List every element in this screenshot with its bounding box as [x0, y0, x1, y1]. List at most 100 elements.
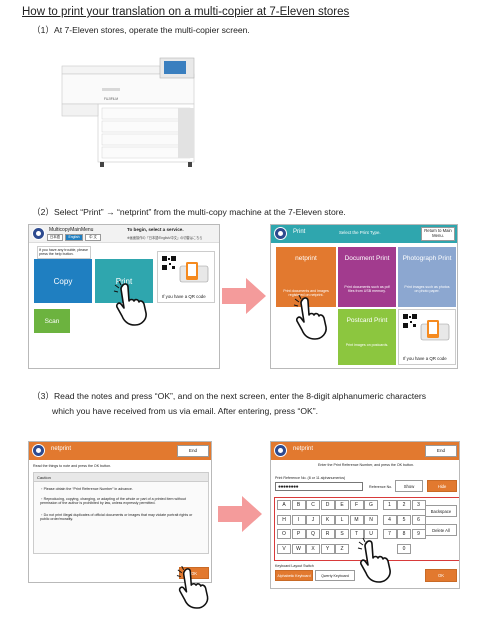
reference-entry-screen: netprint End Enter the Print Reference N…: [270, 441, 460, 589]
keypad-key[interactable]: P: [291, 529, 306, 539]
keypad-key[interactable]: 1: [382, 500, 397, 510]
keypad-key[interactable]: Y: [320, 543, 335, 554]
delete-all-button[interactable]: Delete All: [425, 524, 457, 536]
scan-label: Scan: [44, 317, 60, 325]
step-3-text-line2: which you have received from us via emai…: [52, 406, 319, 416]
keypad-key[interactable]: 5: [397, 514, 411, 525]
keypad-key[interactable]: 4: [382, 514, 397, 525]
caution-header-title: netprint: [51, 446, 72, 452]
keypad-key[interactable]: S: [335, 529, 349, 539]
return-main-menu-button[interactable]: Return to Main Menu.: [421, 227, 455, 241]
smartphone-reader-icon: [179, 262, 209, 283]
keypad-key[interactable]: 7: [382, 529, 397, 539]
lang-en-button[interactable]: English: [65, 234, 83, 241]
keypad-key[interactable]: K: [320, 514, 335, 525]
keypad-key[interactable]: X: [306, 543, 320, 554]
caution-bullet-2: ・Reproducing, copying, changing, or adap…: [40, 497, 186, 506]
copier-brand-text: FUJIFILM: [104, 97, 118, 101]
keypad-key[interactable]: Z: [335, 543, 349, 554]
reference-number-input[interactable]: ●●●●●●●●: [275, 482, 363, 491]
multi-copier-photo: FUJIFILM: [61, 57, 195, 167]
qr-code-caption: If you have a QR code: [162, 294, 206, 299]
keypad-key[interactable]: 8: [397, 529, 411, 539]
copy-label: Copy: [53, 276, 73, 286]
reference-field-label: Print Reference No. (8 or 11 alphanumeri…: [275, 476, 346, 480]
seven-eleven-logo-icon: [274, 444, 287, 457]
lang-zh-button[interactable]: 中 文: [85, 234, 101, 241]
help-note[interactable]: If you have any trouble, please press th…: [37, 246, 91, 259]
keypad-key[interactable]: 6: [411, 514, 426, 525]
step-1-text: （1）At 7-Eleven stores, operate the multi…: [32, 25, 250, 35]
postcard-print-tile[interactable]: Postcard Print Print images on postcards…: [338, 309, 396, 365]
end-button[interactable]: End: [425, 445, 457, 457]
qr-code-panel[interactable]: If you have a QR code: [157, 251, 215, 303]
smartphone-reader-icon: [420, 320, 450, 341]
keypad-key[interactable]: V: [277, 543, 291, 554]
page-title: How to print your translation on a multi…: [22, 6, 350, 18]
keypad-key[interactable]: 0: [397, 543, 411, 554]
keypad-key[interactable]: U: [364, 529, 378, 539]
alphabetic-keyboard-button[interactable]: Alphabetic Keyboard: [275, 570, 313, 581]
photograph-print-label: Photograph Print: [402, 255, 452, 262]
keypad-key[interactable]: H: [277, 514, 291, 525]
ok-button[interactable]: OK: [425, 569, 457, 582]
caution-instruction: Read the things to note and press the OK…: [33, 464, 112, 468]
entry-header: netprint End: [271, 442, 459, 460]
keypad-key[interactable]: Q: [306, 529, 320, 539]
keypad-key[interactable]: O: [277, 529, 291, 539]
keypad-key[interactable]: 3: [411, 500, 426, 510]
qr-code-icon: [403, 314, 417, 328]
keypad-key[interactable]: J: [306, 514, 320, 525]
step-2-text: （2）Select “Print” → “netprint” from the …: [32, 207, 346, 217]
show-button[interactable]: Show: [395, 480, 423, 492]
keypad-key[interactable]: I: [291, 514, 306, 525]
entry-header-title: netprint: [293, 446, 314, 452]
pointing-hand-icon: [293, 295, 327, 340]
document-print-tile[interactable]: Document Print Print documents such as p…: [338, 247, 396, 307]
qr-code-icon: [162, 256, 176, 270]
keypad-key[interactable]: E: [335, 500, 349, 510]
keypad-key[interactable]: B: [291, 500, 306, 510]
step-3-text-line1: （3）Read the notes and press “OK”, and on…: [32, 391, 427, 401]
pointing-hand-icon: [357, 538, 391, 583]
keypad-key[interactable]: D: [320, 500, 335, 510]
document-print-label: Document Print: [344, 255, 390, 262]
document-print-sub: Print documents such as pdf files from U…: [344, 285, 390, 294]
qwerty-keyboard-button[interactable]: Qwerty Keyboard: [315, 570, 355, 581]
end-button[interactable]: End: [177, 445, 209, 457]
qr-code-caption: If you have a QR code: [403, 356, 447, 361]
keypad-key[interactable]: F: [349, 500, 364, 510]
print-header-title: Print: [293, 229, 306, 235]
menu-instruction-sub: ※画面操作の「日本語/English/中文」の切替はこちら: [127, 236, 203, 240]
seven-eleven-logo-icon: [32, 444, 45, 457]
keypad-key[interactable]: N: [364, 514, 378, 525]
netprint-tile[interactable]: netprint Print documents and images regi…: [276, 247, 336, 307]
reference-no-label: Reference No.: [369, 485, 393, 489]
keypad-key[interactable]: W: [291, 543, 306, 554]
scan-tile[interactable]: Scan: [34, 309, 70, 333]
netprint-label: netprint: [295, 255, 317, 262]
keypad-key[interactable]: R: [320, 529, 335, 539]
backspace-button[interactable]: Backspace: [425, 505, 457, 517]
keyboard-layout-label: Keyboard Layout Switch: [275, 564, 314, 568]
keypad-key[interactable]: L: [335, 514, 349, 525]
keypad-key[interactable]: 9: [411, 529, 426, 539]
menu-instruction: To begin, select a service.: [127, 227, 184, 232]
copy-tile[interactable]: Copy: [34, 259, 92, 303]
keypad-key[interactable]: M: [349, 514, 364, 525]
postcard-print-label: Postcard Print: [346, 317, 388, 324]
pointing-hand-icon: [176, 566, 209, 609]
keypad-key[interactable]: A: [277, 500, 291, 510]
entry-instruction: Enter the Print Reference Number, and pr…: [317, 463, 415, 467]
keypad-key[interactable]: 2: [397, 500, 411, 510]
keypad-key[interactable]: G: [364, 500, 378, 510]
pointing-hand-icon: [113, 281, 147, 326]
qr-code-panel[interactable]: If you have a QR code: [398, 309, 456, 365]
lang-ja-button[interactable]: 日本語: [47, 234, 63, 241]
hide-button[interactable]: Hide: [427, 480, 457, 492]
keypad-key[interactable]: C: [306, 500, 320, 510]
arrow-right-icon: [218, 496, 262, 532]
caution-title: Caution: [37, 475, 51, 480]
keypad-key[interactable]: T: [349, 529, 364, 539]
photograph-print-tile[interactable]: Photograph Print Print images such as ph…: [398, 247, 456, 307]
